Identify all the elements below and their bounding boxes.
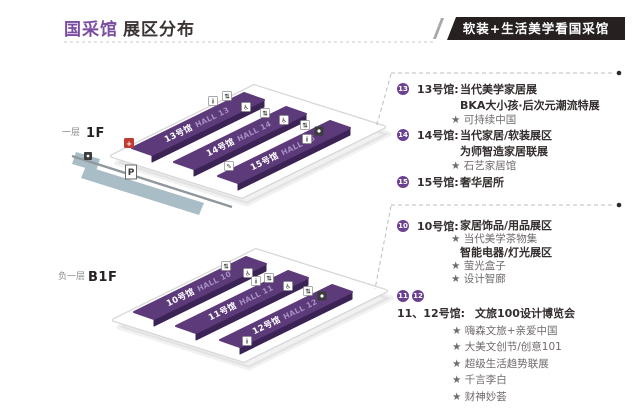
page-title-highlight: 国采馆 xyxy=(64,20,118,40)
restroom-icon: ♿ xyxy=(243,268,253,278)
hall-11-badge: 11 xyxy=(397,290,409,302)
connector-dot-1f xyxy=(616,70,622,76)
legend-item-hall11-12: 11 12 11、12号馆: 文旅100设计博览会 ★ 嗨森文旅+亲爱中国 ★ … xyxy=(397,289,633,405)
escalator-icon: ⇅ xyxy=(260,108,270,118)
escalator-icon: ⇅ xyxy=(222,91,232,101)
svg-text:+: + xyxy=(126,140,132,148)
floor-b1f-level-cn: 负一层 xyxy=(58,270,85,282)
connector-diag-1f xyxy=(375,73,392,129)
floor-b1f-map: 负一层 B1F 10号馆HALL 10 11号馆HALL 11 12号馆HALL… xyxy=(58,248,394,371)
legend-line-star: ★ 当代美学茶物集 xyxy=(451,232,538,245)
legend-line: BKA大小孩·后次元潮流特展 xyxy=(460,98,600,112)
legend-line-star: ★ 超级生活趋势联展 xyxy=(452,357,549,370)
legend-connectors xyxy=(374,70,622,290)
hall-10-top xyxy=(133,256,267,320)
svg-text:✎: ✎ xyxy=(226,163,231,171)
legend-line-star: ★ 可持续中国 xyxy=(451,114,517,126)
restroom-icon: ♿ xyxy=(279,115,289,125)
hall-12-badge: 12 xyxy=(412,290,424,302)
hall-11-12-heading: 11、12号馆: xyxy=(397,307,466,320)
legend-line: 家居饰品/用品展区 xyxy=(460,219,553,232)
svg-text:i: i xyxy=(255,278,257,286)
floor-b1f-level-en: B1F xyxy=(88,270,117,285)
restroom-icon: ♿ xyxy=(241,102,251,112)
svg-text:♿: ♿ xyxy=(245,270,251,278)
hall-15-top xyxy=(217,120,351,184)
info-icon: i xyxy=(251,276,261,286)
legend-line-star: ★ 嗨森文旅+亲爱中国 xyxy=(452,324,558,337)
hall-14-top xyxy=(173,106,307,170)
first-aid-icon: + xyxy=(124,138,134,148)
legend-line: 奢华居所 xyxy=(460,176,504,189)
header-banner: 软装+生活美学看国采馆 xyxy=(447,17,625,40)
svg-text:⇅: ⇅ xyxy=(224,93,229,101)
floor-1f-level-cn: 一层 xyxy=(62,127,80,138)
hall-13-heading: 13号馆: xyxy=(417,83,459,96)
legend-panel: 13 13号馆: 当代美学家居展 BKA大小孩·后次元潮流特展 ★ 可持续中国 … xyxy=(390,0,633,409)
svg-text:⇅: ⇅ xyxy=(305,288,310,296)
legend-item-hall14: 14 14号馆: 当代家居/软装展区 为师智造家居联展 ★ 石艺家居馆 xyxy=(397,128,633,175)
legend-line: 当代美学家居展 xyxy=(460,83,537,96)
hall-15-badge: 15 xyxy=(397,176,409,188)
legend-line-star: ★ 大美文创节/创意101 xyxy=(452,341,562,353)
legend-line-star: ★ 设计智廊 xyxy=(451,273,506,285)
svg-text:i: i xyxy=(246,338,248,346)
info-icon: i xyxy=(302,134,312,144)
camera-icon xyxy=(314,126,324,136)
hall-15-heading: 15号馆: xyxy=(417,176,459,189)
connector-diag-b1f xyxy=(374,205,392,290)
legend-line: 文旅100设计博览会 xyxy=(475,307,575,320)
svg-text:⇅: ⇅ xyxy=(223,263,228,271)
escalator-icon: ⇅ xyxy=(300,120,310,130)
hall-13-top xyxy=(131,92,265,156)
svg-text:⇅: ⇅ xyxy=(266,275,271,283)
hall-11-top xyxy=(175,270,309,334)
page-title-rest: 展区分布 xyxy=(123,20,195,40)
hall-14-heading: 14号馆: xyxy=(417,129,459,142)
svg-text:♿: ♿ xyxy=(285,283,291,291)
svg-text:♿: ♿ xyxy=(281,117,287,125)
legend-line-star: ★ 财神妙荟 xyxy=(452,390,507,403)
legend-line-star: ★ 萤光盒子 xyxy=(451,259,506,272)
parking-strip xyxy=(81,166,204,215)
info-icon: i xyxy=(242,336,252,346)
hall-14-badge: 14 xyxy=(397,129,409,141)
parking-icon: P xyxy=(125,164,137,180)
pen-icon: ✎ xyxy=(224,161,234,171)
legend-line: 为师智造家居联展 xyxy=(460,144,548,158)
restroom-icon: ♿ xyxy=(283,281,293,291)
hall-10-heading: 10号馆: xyxy=(417,220,459,233)
svg-text:⇅: ⇅ xyxy=(262,110,267,118)
camera-icon xyxy=(317,291,327,301)
svg-text:i: i xyxy=(306,136,308,144)
road-line xyxy=(71,154,233,209)
legend-line-star: ★ 石艺家居馆 xyxy=(451,160,517,172)
svg-text:⇅: ⇅ xyxy=(302,122,307,130)
svg-text:P: P xyxy=(128,168,135,178)
escalator-icon: ⇅ xyxy=(221,261,231,271)
hall-10-badge: 10 xyxy=(397,220,409,232)
info-icon: i xyxy=(208,96,218,106)
legend-item-hall15: 15 15号馆: 奢华居所 xyxy=(397,175,633,191)
floor-1f-map: 一层 1F 13号馆HALL 13 14号馆HALL 14 15号馆HALL 1… xyxy=(62,84,392,215)
camera-icon xyxy=(84,152,92,160)
legend-line: 当代家居/软装展区 xyxy=(460,129,553,142)
svg-text:♿: ♿ xyxy=(243,104,249,112)
escalator-icon: ⇅ xyxy=(303,286,313,296)
hall-13-badge: 13 xyxy=(397,83,409,95)
hall-11-12-badges: 11 12 xyxy=(397,289,424,302)
legend-line: 智能电器/灯光展区 xyxy=(460,246,553,259)
legend-item-hall10: 10 10号馆: 家居饰品/用品展区 ★ 当代美学茶物集 智能电器/灯光展区 ★… xyxy=(397,219,633,287)
hall-11-bar: 11号馆HALL 11 xyxy=(175,270,309,341)
escalator-icon: ⇅ xyxy=(264,273,274,283)
legend-line-star: ★ 千言李白 xyxy=(452,374,507,386)
connector-dot-b1f xyxy=(616,202,622,208)
svg-text:i: i xyxy=(212,98,214,106)
legend-item-hall13: 13 13号馆: 当代美学家居展 BKA大小孩·后次元潮流特展 ★ 可持续中国 xyxy=(397,82,633,129)
page-title: 国采馆展区分布 xyxy=(64,15,195,40)
floor-1f-level-en: 1F xyxy=(86,126,105,141)
